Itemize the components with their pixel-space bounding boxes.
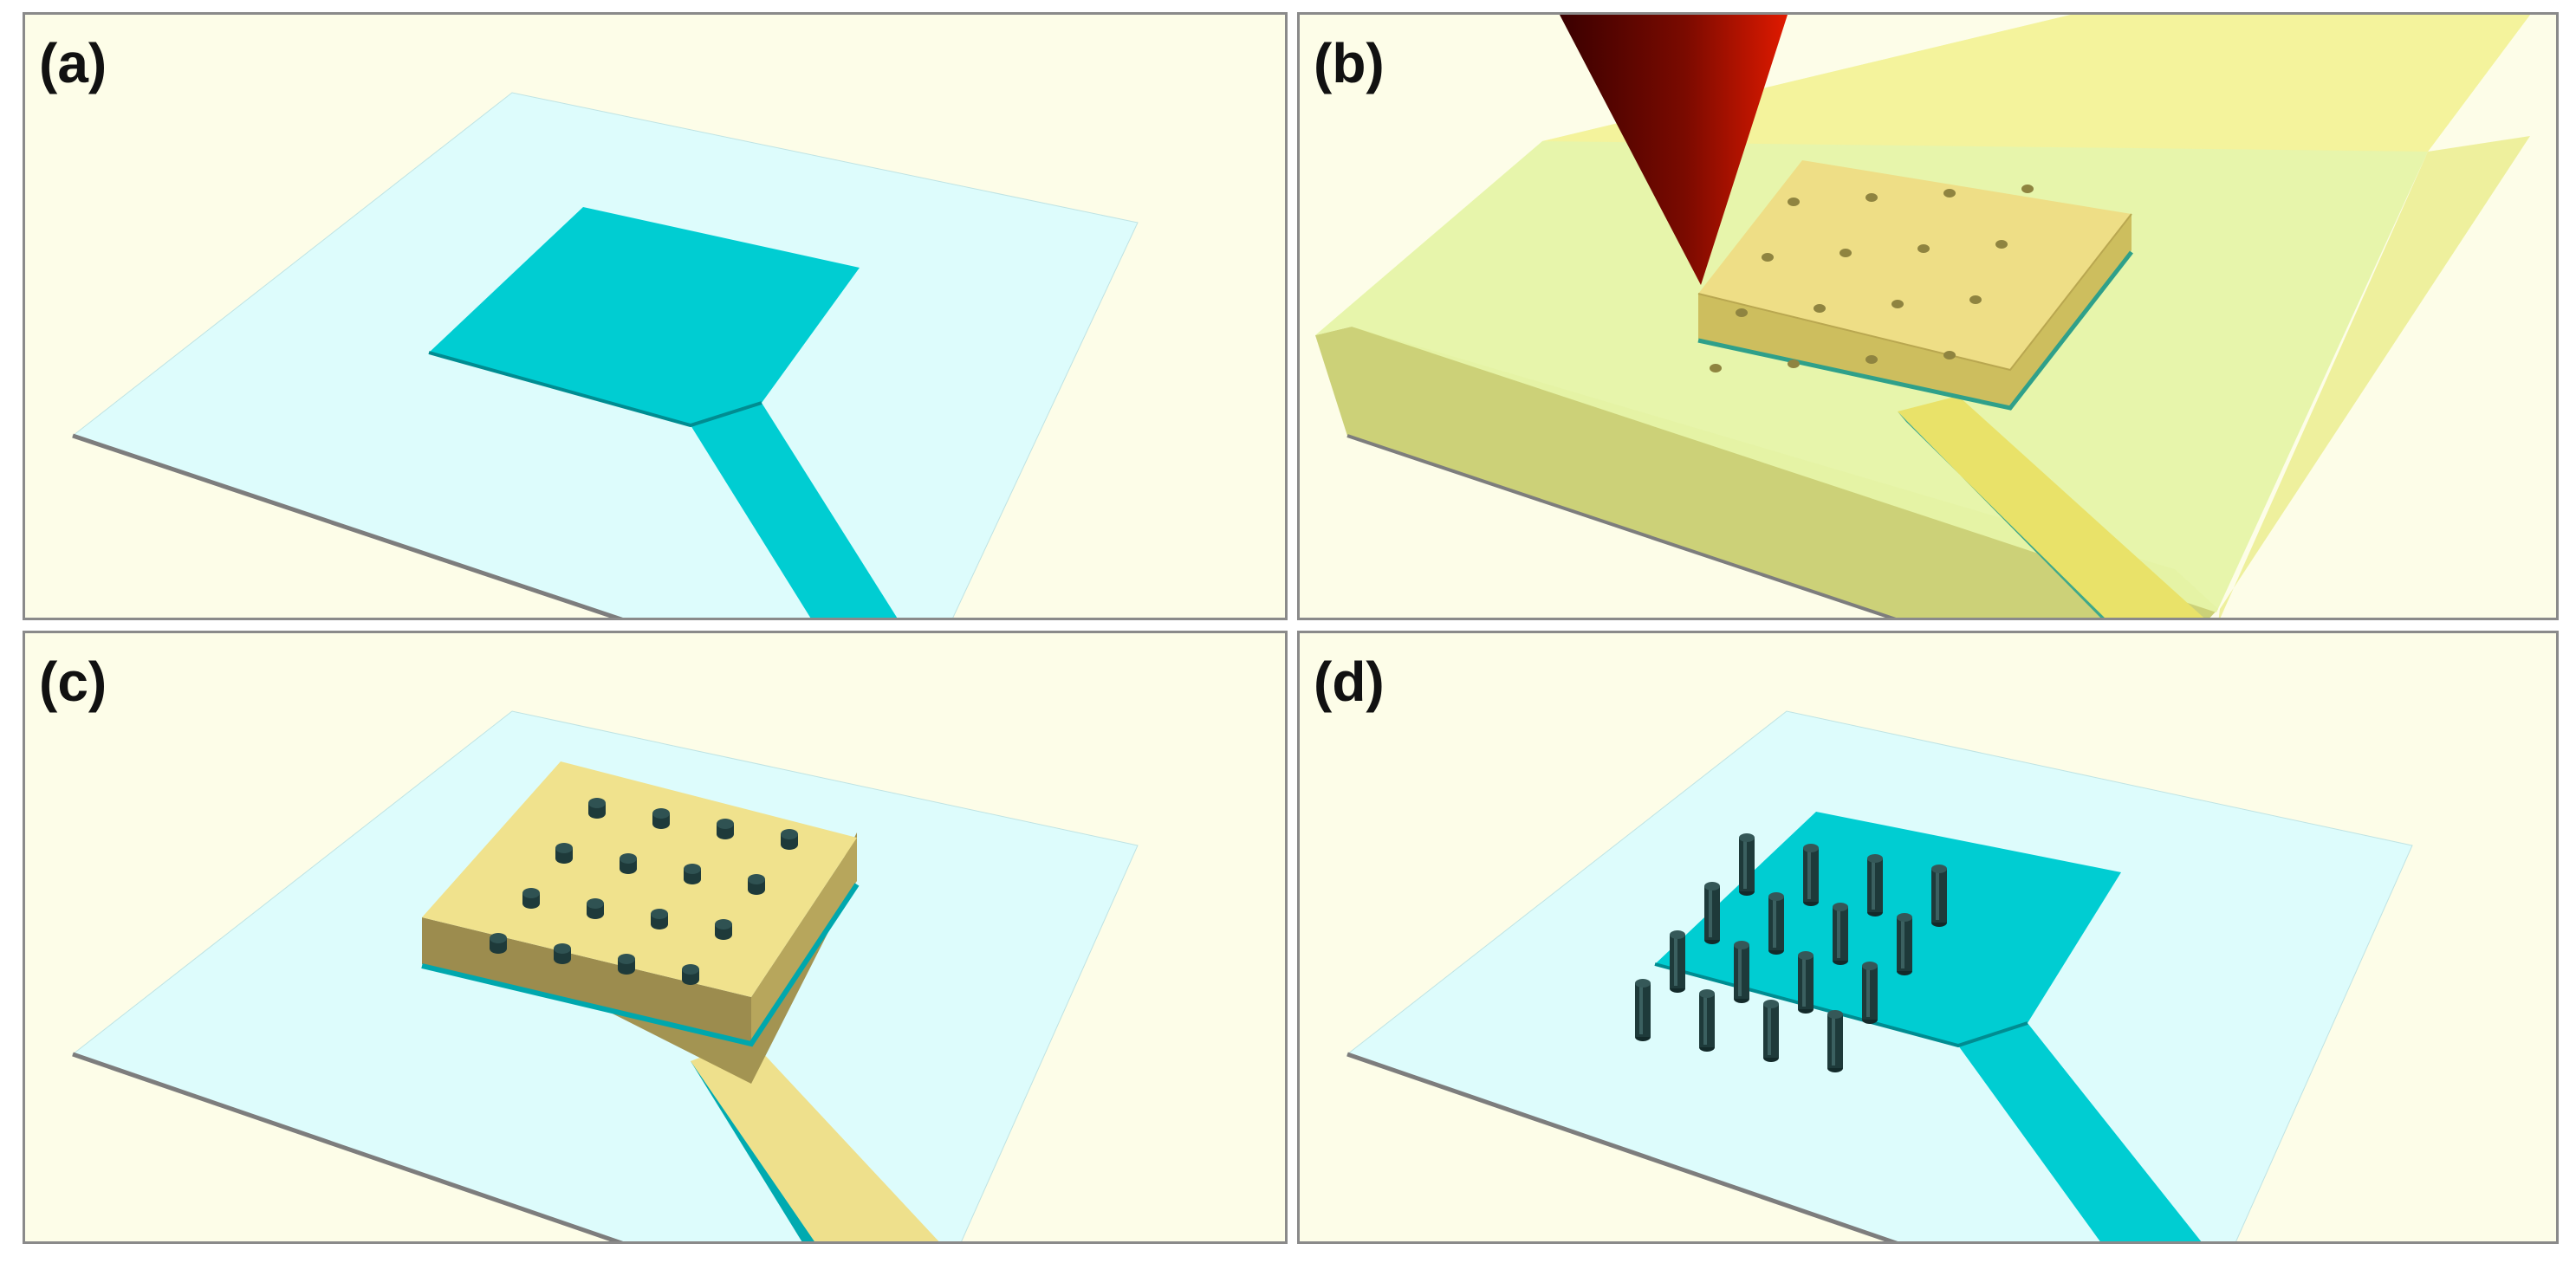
electrode-lead [691, 403, 898, 618]
resist-pad-side [1698, 214, 2132, 406]
electrode-pad [1655, 812, 2121, 1046]
panel-d-drawing [1346, 710, 2413, 1241]
hole [588, 798, 606, 819]
panel-label-b: (b) [1314, 32, 1385, 94]
panel-a-drawing [71, 92, 1139, 618]
hole [1736, 308, 1748, 317]
panel-c-drawing [71, 710, 1139, 1241]
resist-pad-side-right [751, 838, 857, 1042]
pillar [1635, 979, 1651, 1041]
hole [652, 808, 670, 829]
pillar [1833, 903, 1848, 965]
hole [781, 829, 798, 850]
panel-c: (c) [23, 631, 1288, 1244]
substrate-edge-shadow [72, 433, 623, 618]
hole [1917, 244, 1930, 253]
electrode-edge-b [1697, 250, 2133, 411]
hole [651, 909, 668, 929]
electrode-edge-c [421, 883, 860, 1047]
hole [1840, 249, 1852, 257]
hole [587, 898, 604, 919]
hole [1995, 240, 2008, 249]
pillar [1798, 951, 1814, 1014]
hole [1710, 364, 1722, 372]
panel-label-d: (d) [1314, 651, 1385, 713]
electrode-pad-edge [428, 351, 762, 428]
panel-label-c: (c) [39, 651, 107, 713]
hole [555, 843, 573, 864]
hole [490, 933, 507, 954]
hole [1865, 355, 1878, 364]
pillar [1734, 941, 1749, 1003]
hole [1814, 304, 1826, 313]
electrode-lead-b [1898, 396, 2204, 618]
panel-b-drawing [1315, 15, 2530, 618]
hole [1865, 193, 1878, 202]
pillar [1867, 854, 1883, 917]
panel-label-a: (a) [39, 32, 107, 94]
probe-tip [1560, 15, 1788, 285]
hole [522, 888, 540, 909]
pillar [1862, 962, 1878, 1024]
hole-array-c [490, 798, 798, 985]
hole [748, 874, 765, 895]
pillar-array-d [1635, 833, 1947, 1072]
pillar [1704, 882, 1720, 944]
resist-pad-top [422, 761, 857, 997]
pillar [1699, 989, 1715, 1052]
hole [1788, 198, 1800, 206]
hole [717, 819, 734, 839]
pillar [1931, 865, 1947, 927]
substrate-edge-shadow [72, 1052, 624, 1241]
pillar [1739, 833, 1755, 896]
hole [620, 853, 637, 874]
hole [1891, 300, 1904, 308]
hole [1762, 253, 1774, 262]
hole [1943, 189, 1956, 198]
pillar [1803, 844, 1819, 906]
electrode-pad [429, 207, 860, 425]
hole [2021, 185, 2034, 193]
pillar [1768, 892, 1784, 955]
hole [684, 864, 701, 884]
hole [1788, 359, 1800, 368]
gel-layer-side [1315, 327, 2218, 618]
hole [618, 954, 635, 975]
substrate-edge-shadow [1346, 1052, 1898, 1241]
pillar [1670, 930, 1685, 993]
resist-pad-edge [1697, 213, 2132, 372]
electrode-lead [1958, 1023, 2202, 1241]
hole [682, 964, 699, 985]
substrate-edge-shadow [1346, 434, 1897, 618]
hole [554, 943, 571, 964]
electrode-pad-edge [1654, 962, 2028, 1048]
pillar [1763, 1000, 1779, 1062]
panel-d: (d) [1297, 631, 2559, 1244]
hole [715, 919, 732, 940]
panel-b: (b) [1297, 12, 2559, 620]
gel-layer-back [1542, 15, 2530, 152]
panel-a: (a) [23, 12, 1288, 620]
resist-lead [691, 1039, 939, 1241]
resist-pad-top [1698, 160, 2132, 370]
hole [1943, 351, 1956, 359]
hole-array-b [1710, 185, 2034, 372]
hole [1969, 295, 1982, 304]
pillar [1827, 1010, 1843, 1072]
pillar [1897, 913, 1912, 975]
